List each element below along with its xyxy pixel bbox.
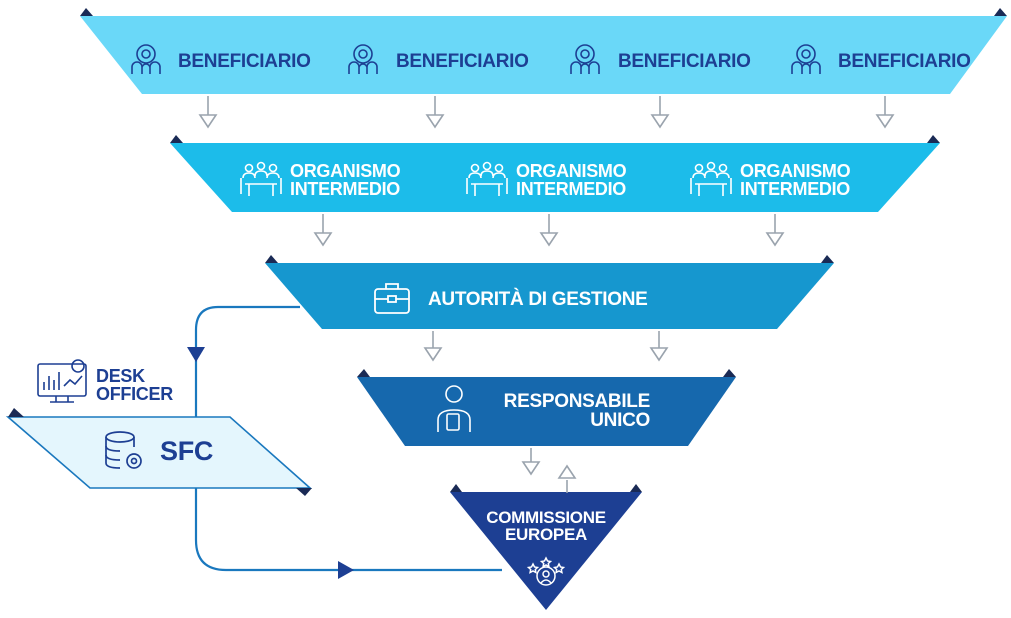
stars-people-icon [526, 556, 566, 586]
organismo-line2: INTERMEDIO [740, 179, 851, 199]
database-settings-icon [105, 431, 142, 469]
band-corner-right [723, 369, 736, 377]
sfc-box [5, 416, 313, 489]
band-corner-right [994, 8, 1007, 16]
connector-arrowhead-right [338, 561, 354, 579]
desk-officer-line2: OFFICER [96, 384, 173, 404]
down-arrow [313, 214, 333, 247]
group-gear-icon [348, 44, 378, 74]
group-gear-icon [791, 44, 821, 74]
person-tablet-icon [437, 385, 471, 432]
briefcase-icon [374, 283, 410, 314]
down-arrow [765, 214, 785, 247]
group-gear-icon [570, 44, 600, 74]
organismo-label: ORGANISMO INTERMEDIO [740, 161, 851, 199]
beneficiari-band [80, 16, 1007, 94]
beneficiario-label: BENEFICIARIO [618, 51, 751, 72]
band-corner-left [80, 8, 93, 16]
beneficiario-label: BENEFICIARIO [178, 51, 311, 72]
meeting-table-icon [240, 161, 282, 196]
commissione-line1: COMMISSIONE [486, 508, 606, 527]
organismi-band [170, 143, 940, 212]
down-arrow [425, 96, 445, 129]
commissione-line2: EUROPEA [505, 525, 587, 544]
down-arrow [521, 448, 541, 476]
band-corner-left [357, 369, 370, 377]
connector-arrowhead-down [187, 347, 205, 362]
down-arrow [650, 96, 670, 129]
responsabile-line2: UNICO [590, 410, 650, 431]
down-arrow [423, 331, 443, 362]
band-corner-right [927, 135, 940, 143]
sfc-label: SFC [160, 436, 214, 466]
beneficiario-label: BENEFICIARIO [838, 51, 971, 72]
monitor-chart-icon [37, 359, 87, 403]
sfc-corner [296, 488, 312, 496]
sfc-corner [8, 408, 24, 417]
band-corner-left [450, 484, 462, 492]
commissione-label: COMMISSIONE EUROPEA [466, 509, 626, 543]
band-corner-left [265, 255, 278, 263]
down-arrow [198, 96, 218, 129]
commissione-triangle [450, 492, 642, 610]
group-gear-icon [131, 44, 161, 74]
organismo-line2: INTERMEDIO [516, 179, 627, 199]
band-corner-right [821, 255, 834, 263]
meeting-table-icon [466, 161, 508, 196]
down-arrow [875, 96, 895, 129]
organismo-label: ORGANISMO INTERMEDIO [516, 161, 627, 199]
responsabile-band [357, 377, 736, 446]
up-arrow [557, 464, 577, 493]
organismo-label: ORGANISMO INTERMEDIO [290, 161, 401, 199]
band-corner-left [170, 135, 183, 143]
organismo-line2: INTERMEDIO [290, 179, 401, 199]
organismo-line1: ORGANISMO [740, 161, 851, 181]
organismo-line1: ORGANISMO [516, 161, 627, 181]
responsabile-label: RESPONSABILE UNICO [482, 391, 651, 431]
band-corner-right [630, 484, 642, 492]
responsabile-line1: RESPONSABILE [503, 391, 651, 412]
beneficiario-label: BENEFICIARIO [396, 51, 529, 72]
autorita-label: AUTORITÀ DI GESTIONE [428, 289, 648, 310]
organismo-line1: ORGANISMO [290, 161, 401, 181]
down-arrow [539, 214, 559, 247]
desk-officer-line1: DESK [96, 366, 145, 386]
meeting-table-icon [690, 161, 732, 196]
desk-officer-label: DESK OFFICER [96, 367, 173, 403]
down-arrow [649, 331, 669, 362]
